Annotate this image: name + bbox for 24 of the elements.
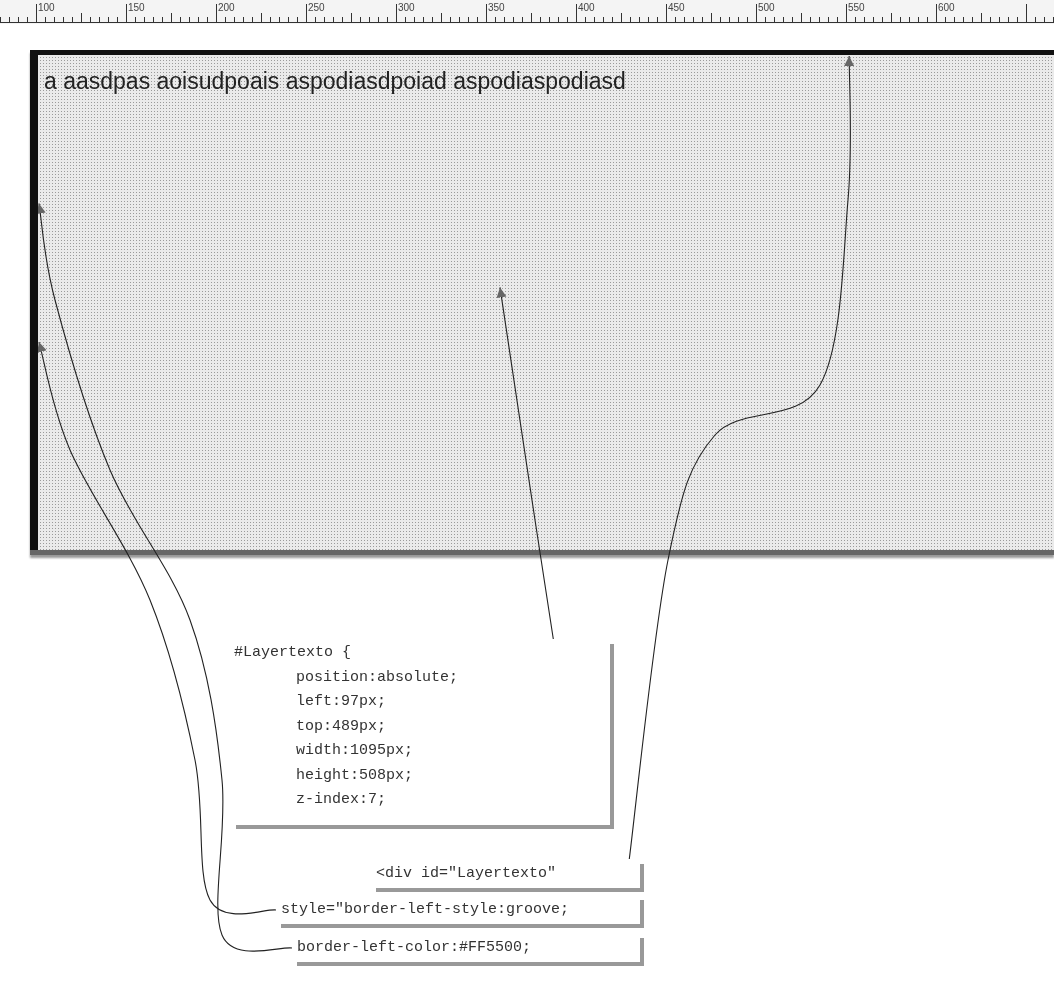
- leader-line: [628, 55, 855, 860]
- ruler-number: 550: [848, 2, 865, 13]
- leader-line: [35, 202, 293, 952]
- code-line: left:97px;: [296, 693, 386, 710]
- ruler-number: 600: [938, 2, 955, 13]
- code-line: height:508px;: [296, 766, 414, 784]
- leader-line: [496, 286, 554, 640]
- layer-text: a aasdpas aoisudpoais aspodiasdpoiad aspodiaspodiasd: [44, 68, 626, 95]
- ruler-number: 300: [398, 2, 415, 13]
- ruler-number: 450: [668, 2, 685, 13]
- ruler-number: 250: [308, 2, 325, 13]
- code-line: #Layertexto {: [234, 644, 352, 661]
- ruler-number: 350: [488, 2, 505, 13]
- leader-line: [36, 341, 277, 915]
- ruler-number: 400: [578, 2, 595, 13]
- code-line: top:489px;: [296, 717, 386, 735]
- ruler-number: 150: [128, 2, 145, 13]
- code-line: width:1095px;: [296, 742, 414, 759]
- ruler-number: 100: [38, 2, 55, 13]
- code-line: position:absolute;: [296, 668, 459, 686]
- ruler-number: 200: [218, 2, 235, 13]
- ruler-number: 500: [758, 2, 775, 13]
- code-line: z-index:7;: [296, 791, 386, 808]
- layer-panel: [30, 50, 1054, 555]
